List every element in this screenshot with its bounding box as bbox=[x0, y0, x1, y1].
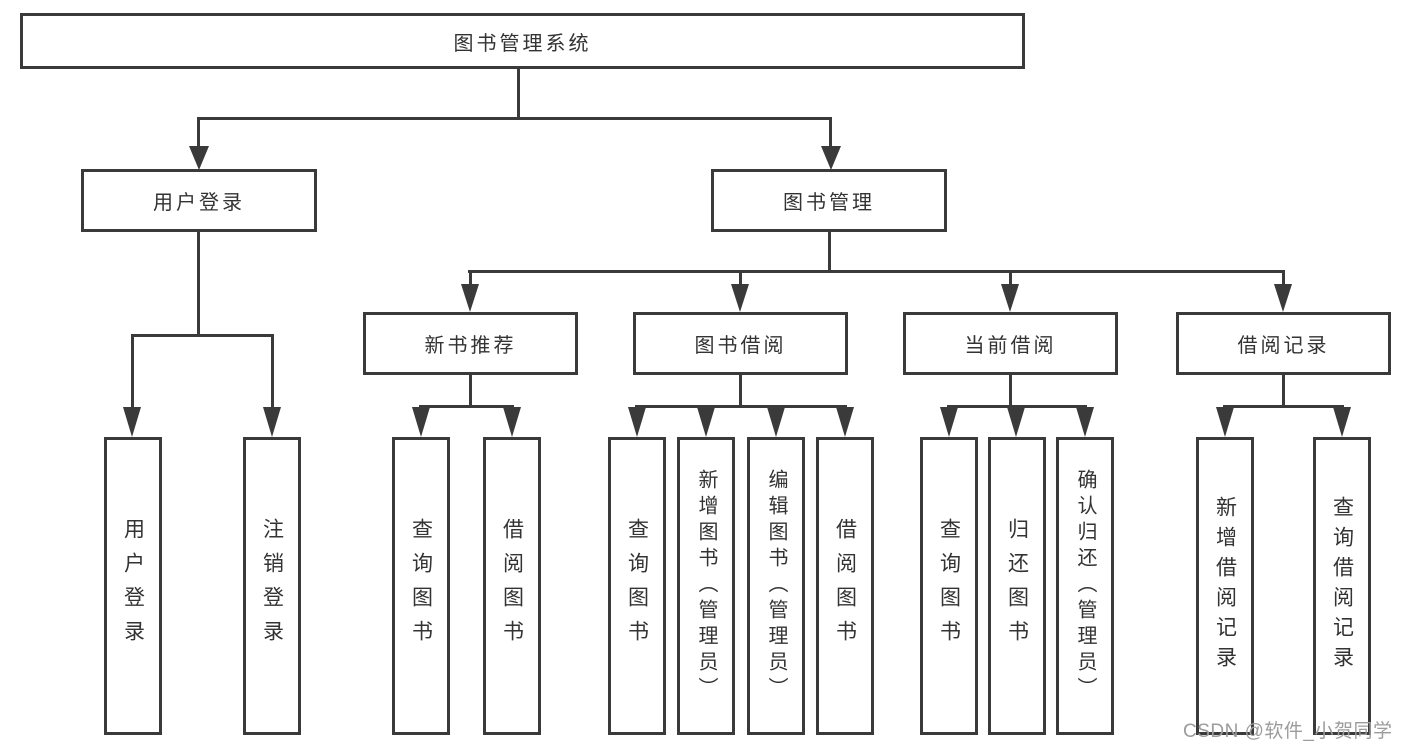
node-book-management-label: 图书管理 bbox=[783, 192, 875, 214]
node-root: 图书管理系统 bbox=[20, 13, 1025, 69]
arrow-down-icon bbox=[1001, 284, 1019, 312]
leaf-logout: 注销登录 bbox=[243, 437, 301, 735]
connector-root-rail bbox=[197, 117, 831, 120]
leaf-label: 借阅图书 bbox=[500, 518, 524, 654]
connector-drop-level3 bbox=[469, 270, 472, 286]
node-borrow-records-label: 借阅记录 bbox=[1237, 335, 1330, 357]
arrow-down-icon bbox=[1216, 407, 1234, 437]
connector-drop-leaf bbox=[271, 334, 274, 410]
arrow-down-icon bbox=[628, 407, 646, 437]
connector-drop-level3 bbox=[739, 270, 742, 286]
connector-bookmgmt-rail bbox=[468, 270, 1285, 273]
node-book-management: 图书管理 bbox=[711, 169, 947, 232]
arrow-down-icon bbox=[1274, 284, 1292, 312]
arrow-down-icon bbox=[503, 407, 521, 437]
arrow-down-icon bbox=[461, 284, 479, 312]
arrow-down-icon bbox=[821, 146, 841, 170]
node-book-borrow-label: 图书借阅 bbox=[694, 335, 787, 357]
arrow-down-icon bbox=[767, 407, 785, 437]
connector-nbr-stem bbox=[469, 374, 472, 407]
node-current-borrow-label: 当前借阅 bbox=[964, 335, 1057, 357]
connector-userlogin-rail bbox=[131, 334, 274, 337]
arrow-down-icon bbox=[940, 407, 958, 437]
connector-nbr-rail bbox=[419, 405, 514, 408]
watermark: CSDN @软件_小贺同学 bbox=[1183, 721, 1393, 742]
connector-bookmgmt-stem bbox=[828, 232, 831, 272]
leaf-bb-edit-book-admin: 编辑图书（管理员） bbox=[747, 437, 805, 735]
arrow-down-icon bbox=[1076, 407, 1094, 437]
node-user-login-label: 用户登录 bbox=[153, 192, 245, 214]
leaf-br-add-record: 新增借阅记录 bbox=[1196, 437, 1254, 735]
connector-bb-stem bbox=[739, 374, 742, 407]
connector-bb-rail bbox=[635, 405, 847, 408]
leaf-bb-add-book-admin: 新增图书（管理员） bbox=[677, 437, 735, 735]
leaf-br-query-record: 查询借阅记录 bbox=[1313, 437, 1371, 735]
leaf-label: 查询图书 bbox=[937, 518, 961, 654]
leaf-cb-query-book: 查询图书 bbox=[920, 437, 978, 735]
leaf-label: 用户登录 bbox=[121, 518, 145, 654]
leaf-label: 注销登录 bbox=[260, 518, 284, 654]
leaf-label: 归还图书 bbox=[1005, 518, 1029, 654]
leaf-user-login: 用户登录 bbox=[104, 437, 162, 735]
leaf-label: 借阅图书 bbox=[833, 518, 857, 654]
leaf-bb-borrow-book: 借阅图书 bbox=[816, 437, 874, 735]
connector-drop-level3 bbox=[1009, 270, 1012, 286]
connector-br-stem bbox=[1282, 374, 1285, 407]
leaf-label: 确认归还（管理员） bbox=[1074, 469, 1096, 703]
connector-userlogin-stem bbox=[197, 232, 200, 336]
connector-cb-rail bbox=[947, 405, 1087, 408]
leaf-nbr-query-book: 查询图书 bbox=[392, 437, 450, 735]
leaf-label: 查询图书 bbox=[409, 518, 433, 654]
leaf-label: 新增图书（管理员） bbox=[695, 469, 717, 703]
leaf-cb-confirm-return-admin: 确认归还（管理员） bbox=[1056, 437, 1114, 735]
connector-drop-book-mgmt bbox=[829, 117, 832, 148]
node-new-book-recommend-label: 新书推荐 bbox=[424, 335, 517, 357]
arrow-down-icon bbox=[836, 407, 854, 437]
arrow-down-icon bbox=[263, 407, 281, 437]
connector-drop-user-login bbox=[197, 117, 200, 148]
arrow-down-icon bbox=[731, 284, 749, 312]
arrow-down-icon bbox=[412, 407, 430, 437]
leaf-cb-return-book: 归还图书 bbox=[988, 437, 1046, 735]
arrow-down-icon bbox=[123, 407, 141, 437]
node-book-borrow: 图书借阅 bbox=[633, 312, 848, 375]
node-borrow-records: 借阅记录 bbox=[1176, 312, 1391, 375]
leaf-label: 查询图书 bbox=[625, 518, 649, 654]
connector-drop-level3 bbox=[1282, 270, 1285, 286]
connector-root-stem bbox=[517, 68, 520, 120]
connector-cb-stem bbox=[1009, 374, 1012, 407]
connector-br-rail bbox=[1223, 405, 1344, 408]
leaf-bb-query-book: 查询图书 bbox=[608, 437, 666, 735]
node-user-login: 用户登录 bbox=[81, 169, 317, 232]
leaf-label: 查询借阅记录 bbox=[1330, 496, 1354, 676]
leaf-label: 编辑图书（管理员） bbox=[765, 469, 787, 703]
leaf-nbr-borrow-book: 借阅图书 bbox=[483, 437, 541, 735]
arrow-down-icon bbox=[697, 407, 715, 437]
arrow-down-icon bbox=[1333, 407, 1351, 437]
arrow-down-icon bbox=[1007, 407, 1025, 437]
connector-drop-leaf bbox=[131, 334, 134, 410]
node-current-borrow: 当前借阅 bbox=[903, 312, 1118, 375]
leaf-label: 新增借阅记录 bbox=[1213, 496, 1237, 676]
node-root-label: 图书管理系统 bbox=[453, 32, 592, 55]
node-new-book-recommend: 新书推荐 bbox=[363, 312, 578, 375]
arrow-down-icon bbox=[189, 146, 209, 170]
